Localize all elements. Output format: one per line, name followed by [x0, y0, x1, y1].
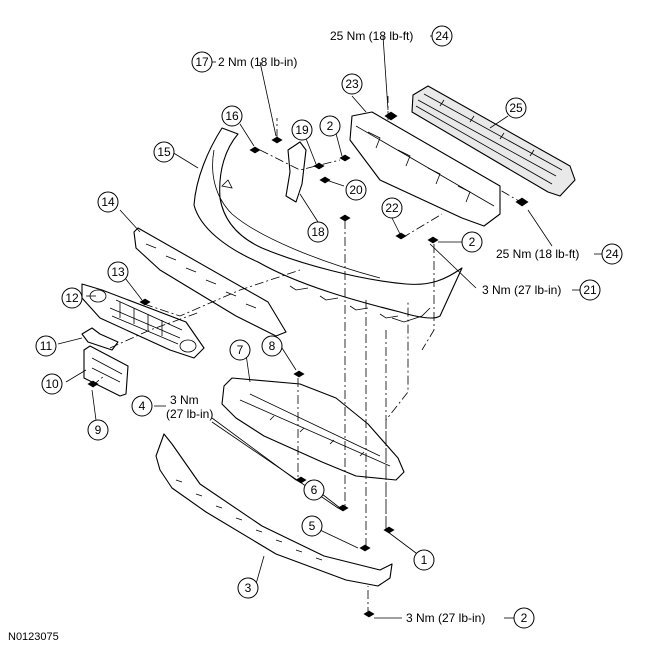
torque-spec-top-left: 2 Nm (18 lb-in): [218, 55, 297, 69]
callout-24-right: 24: [601, 243, 623, 265]
callout-5: 5: [301, 515, 323, 537]
svg-text:6: 6: [311, 483, 318, 497]
svg-text:2: 2: [327, 119, 334, 133]
lower-grille: [81, 283, 205, 359]
nut-icon: [319, 176, 331, 184]
callout-23: 23: [341, 73, 363, 95]
energy-absorber: [349, 111, 501, 227]
callout-13: 13: [107, 261, 129, 283]
callout-10: 10: [41, 373, 63, 395]
bolt-icon: [384, 111, 398, 121]
callout-22: 22: [381, 197, 403, 219]
push-pin-icon: [139, 298, 151, 306]
callout-24-top: 24: [431, 25, 453, 47]
svg-text:11: 11: [40, 339, 53, 353]
svg-text:13: 13: [111, 265, 125, 279]
callout-11: 11: [35, 335, 57, 357]
svg-text:25: 25: [509, 101, 523, 115]
leader-lines: [57, 35, 604, 619]
bolt-icon: [87, 380, 99, 388]
svg-text:10: 10: [45, 377, 59, 391]
clip-icon: [383, 526, 395, 534]
svg-text:18: 18: [311, 225, 325, 239]
torque-spec-left-line2: (27 lb-in): [166, 407, 213, 421]
svg-text:2: 2: [469, 235, 476, 249]
svg-text:22: 22: [385, 201, 399, 215]
lower-valance: [155, 433, 393, 587]
callout-2-bottom: 2: [513, 607, 535, 629]
license-plate-bracket-clip: [81, 327, 119, 351]
bolt-icon: [395, 232, 407, 240]
bolt-icon: [363, 610, 375, 618]
callout-8: 8: [261, 335, 283, 357]
torque-spec-right-middle: 25 Nm (18 lb-ft): [496, 247, 579, 261]
bumper-reinforcement-beam: [411, 85, 576, 197]
bolt-icon: [427, 236, 439, 244]
torque-spec-center-right: 3 Nm (27 lb-in): [482, 283, 561, 297]
figure-id: N0123075: [8, 631, 59, 643]
callout-4: 4: [131, 395, 153, 417]
callout-14: 14: [97, 191, 119, 213]
bumper-cover-bracket: [285, 141, 307, 203]
svg-text:5: 5: [309, 519, 316, 533]
svg-text:20: 20: [349, 183, 363, 197]
svg-text:15: 15: [157, 145, 171, 159]
svg-text:16: 16: [225, 109, 239, 123]
callout-3: 3: [237, 577, 259, 599]
callout-12: 12: [61, 287, 83, 309]
callout-21: 21: [579, 279, 601, 301]
callout-6: 6: [303, 479, 325, 501]
callout-7: 7: [229, 339, 251, 361]
torque-spec-left-line1: 3 Nm: [170, 393, 199, 407]
svg-text:9: 9: [95, 423, 102, 437]
bumper-cover: [193, 127, 463, 323]
callout-19: 19: [291, 119, 313, 141]
callout-15: 15: [153, 141, 175, 163]
callout-16: 16: [221, 105, 243, 127]
callout-9: 9: [87, 419, 109, 441]
callout-2-right: 2: [461, 231, 483, 253]
callout-17: 17: [191, 51, 213, 73]
clip-icon: [249, 146, 261, 154]
grille-bezel: [133, 227, 287, 337]
nut-icon: [313, 162, 325, 170]
svg-text:21: 21: [583, 283, 597, 297]
push-pin-icon: [339, 154, 351, 162]
svg-text:17: 17: [195, 55, 209, 69]
license-plate-bracket: [83, 345, 129, 397]
clip-icon: [359, 544, 371, 552]
svg-text:24: 24: [435, 29, 449, 43]
svg-text:8: 8: [269, 339, 276, 353]
callout-1: 1: [413, 549, 435, 571]
bolt-icon: [339, 214, 351, 222]
callout-2-top: 2: [319, 115, 341, 137]
svg-text:4: 4: [139, 399, 146, 413]
svg-text:19: 19: [295, 123, 309, 137]
torque-spec-top-right: 25 Nm (18 lb-ft): [330, 29, 413, 43]
svg-text:7: 7: [237, 343, 244, 357]
svg-text:3: 3: [245, 581, 252, 595]
callout-25: 25: [505, 97, 527, 119]
push-pin-icon: [293, 370, 305, 378]
callout-20: 20: [345, 179, 367, 201]
svg-text:1: 1: [421, 553, 428, 567]
svg-text:24: 24: [605, 247, 619, 261]
callout-18: 18: [307, 221, 329, 243]
svg-text:23: 23: [345, 77, 359, 91]
clip-icon: [337, 504, 349, 512]
air-deflector: [221, 377, 405, 481]
nut-icon: [271, 136, 283, 144]
bolt-icon: [515, 197, 529, 207]
alignment-lines: [91, 96, 525, 616]
svg-text:14: 14: [101, 195, 115, 209]
svg-text:12: 12: [65, 291, 79, 305]
svg-text:2: 2: [521, 611, 528, 625]
torque-spec-bottom: 3 Nm (27 lb-in): [406, 611, 485, 625]
